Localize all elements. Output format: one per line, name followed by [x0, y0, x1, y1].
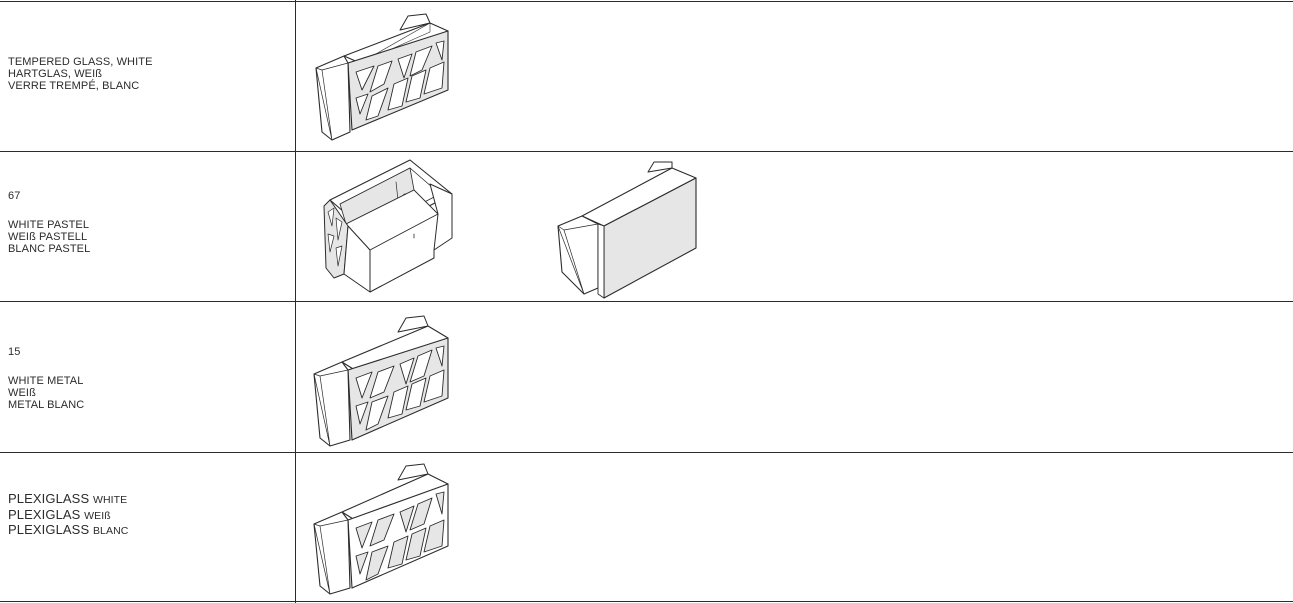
label-line-en: WHITE PASTEL: [8, 219, 90, 231]
column-divider: [295, 0, 296, 603]
row-divider-3: [0, 452, 1293, 453]
counter-solid-front-icon: [557, 161, 697, 299]
counter-rear-view-icon: [323, 159, 453, 293]
label-line-fr: BLANC PASTEL: [8, 243, 91, 255]
row-divider-2: [0, 301, 1293, 302]
label-line-de: WEIß PASTELL: [8, 231, 88, 243]
label-line-en: TEMPERED GLASS, WHITE: [8, 56, 153, 68]
label-line-de: WEIß: [8, 387, 36, 399]
table-top-border: [0, 1, 1293, 2]
finish-label-plexiglass: PLEXIGLASS WHITE PLEXIGLAS WEIß PLEXIGLA…: [8, 492, 128, 539]
label-line-fr: PLEXIGLASS BLANC: [8, 522, 129, 537]
counter-with-tempered-glass-panel-icon: [315, 13, 449, 141]
label-line-de: PLEXIGLAS WEIß: [8, 506, 111, 522]
finish-label-tempered-glass: TEMPERED GLASS, WHITE HARTGLAS, WEIß VER…: [8, 56, 153, 92]
label-line-en: WHITE METAL: [8, 375, 84, 387]
label-line-de: HARTGLAS, WEIß: [8, 68, 103, 80]
color-code: 15: [8, 346, 21, 358]
label-line-fr: METAL BLANC: [8, 399, 85, 411]
label-line-en: PLEXIGLASS WHITE: [8, 491, 128, 506]
label-line-fr: VERRE TREMPÉ, BLANC: [8, 80, 140, 92]
counter-with-plexiglass-panel-icon: [313, 463, 449, 595]
finish-label-white-metal: 15 WHITE METAL WEIß METAL BLANC: [8, 346, 84, 411]
row-divider-1: [0, 151, 1293, 152]
table-bottom-border: [0, 601, 1293, 602]
counter-with-white-metal-panel-icon: [313, 315, 449, 447]
finish-label-white-pastel: 67 WHITE PASTEL WEIß PASTELL BLANC PASTE…: [8, 190, 90, 255]
color-code: 67: [8, 190, 21, 202]
